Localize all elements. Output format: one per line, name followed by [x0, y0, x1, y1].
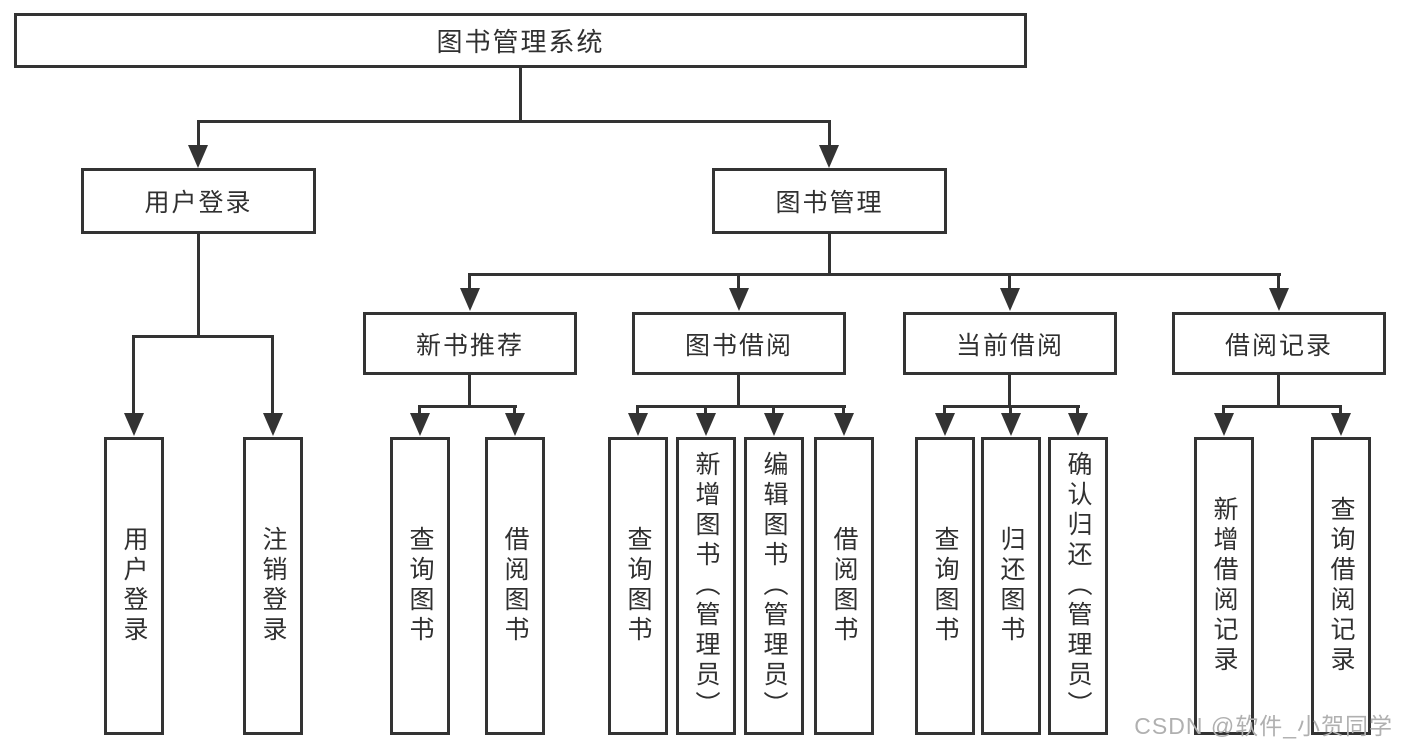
leaf-query-books-current: 查询图书	[915, 437, 975, 735]
arrow-down-icon	[729, 288, 749, 311]
connector-line	[828, 234, 831, 276]
connector-line	[636, 405, 639, 417]
connector-line	[468, 273, 471, 293]
leaf-return-books: 归还图书	[981, 437, 1041, 735]
connector-line	[468, 273, 1281, 276]
connector-line	[468, 375, 471, 408]
arrow-down-icon	[628, 413, 648, 436]
connector-line	[418, 405, 517, 408]
arrow-down-icon	[1001, 413, 1021, 436]
arrow-down-icon	[935, 413, 955, 436]
arrow-down-icon	[834, 413, 854, 436]
connector-line	[513, 405, 516, 417]
leaf-user-login: 用户登录	[104, 437, 164, 735]
leaf-query-borrow-record: 查询借阅记录	[1311, 437, 1371, 735]
connector-line	[1008, 273, 1011, 293]
arrow-down-icon	[124, 413, 144, 436]
connector-line	[1222, 405, 1225, 417]
leaf-add-borrow-record: 新增借阅记录	[1194, 437, 1254, 735]
connector-line	[704, 405, 707, 417]
leaf-add-books-admin: 新增图书（管理员）	[676, 437, 736, 735]
node-borrow-records: 借阅记录	[1172, 312, 1386, 375]
connector-line	[772, 405, 775, 417]
arrow-down-icon	[410, 413, 430, 436]
connector-line	[1277, 375, 1280, 408]
connector-line	[636, 405, 846, 408]
arrow-down-icon	[1000, 288, 1020, 311]
connector-line	[132, 335, 135, 417]
connector-line	[519, 68, 522, 123]
connector-line	[1277, 273, 1280, 293]
arrow-down-icon	[1068, 413, 1088, 436]
node-library-system: 图书管理系统	[14, 13, 1027, 68]
connector-line	[1009, 405, 1012, 417]
node-book-borrow: 图书借阅	[632, 312, 846, 375]
connector-line	[737, 375, 740, 408]
connector-line	[197, 120, 200, 150]
arrow-down-icon	[764, 413, 784, 436]
arrow-down-icon	[460, 288, 480, 311]
connector-line	[1222, 405, 1342, 408]
connector-line	[842, 405, 845, 417]
connector-line	[828, 120, 831, 150]
node-user-login: 用户登录	[81, 168, 316, 234]
arrow-down-icon	[1214, 413, 1234, 436]
connector-line	[197, 234, 200, 338]
node-current-borrow: 当前借阅	[903, 312, 1117, 375]
connector-line	[1339, 405, 1342, 417]
leaf-query-books-borrow: 查询图书	[608, 437, 668, 735]
arrow-down-icon	[1331, 413, 1351, 436]
leaf-edit-books-admin: 编辑图书（管理员）	[744, 437, 804, 735]
connector-line	[943, 405, 946, 417]
connector-line	[132, 335, 274, 338]
leaf-query-books-recommend: 查询图书	[390, 437, 450, 735]
connector-line	[737, 273, 740, 293]
arrow-down-icon	[505, 413, 525, 436]
node-book-management: 图书管理	[712, 168, 947, 234]
connector-line	[1008, 375, 1011, 408]
leaf-borrow-books: 借阅图书	[814, 437, 874, 735]
connector-line	[197, 120, 831, 123]
connector-line	[1076, 405, 1079, 417]
arrow-down-icon	[1269, 288, 1289, 311]
node-new-book-recommend: 新书推荐	[363, 312, 577, 375]
leaf-logout: 注销登录	[243, 437, 303, 735]
arrow-down-icon	[819, 145, 839, 168]
leaf-confirm-return-admin: 确认归还（管理员）	[1048, 437, 1108, 735]
csdn-watermark: CSDN @软件_小贺同学	[1134, 713, 1393, 739]
arrow-down-icon	[188, 145, 208, 168]
arrow-down-icon	[263, 413, 283, 436]
arrow-down-icon	[696, 413, 716, 436]
connector-line	[271, 335, 274, 417]
connector-line	[418, 405, 421, 417]
leaf-borrow-books-recommend: 借阅图书	[485, 437, 545, 735]
